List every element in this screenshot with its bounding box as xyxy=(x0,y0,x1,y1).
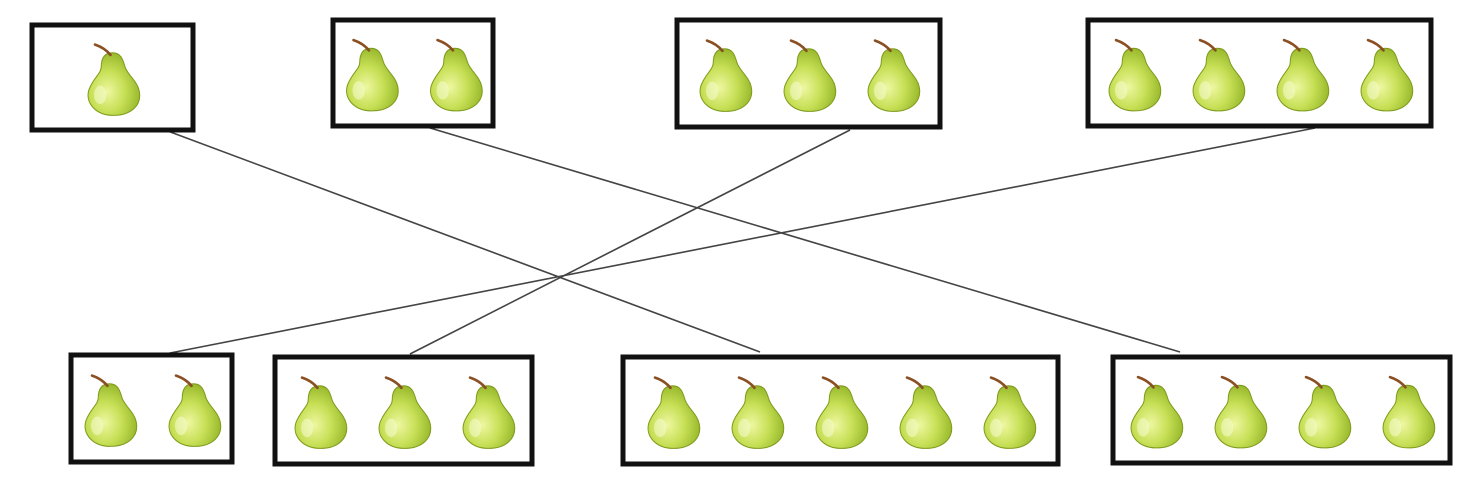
match-line-1-to-5 xyxy=(164,129,761,353)
bottom-pear-group-1 xyxy=(68,352,235,465)
top-pear-group-4 xyxy=(1085,17,1434,129)
match-line-2-to-4 xyxy=(409,121,1181,353)
match-line-3-to-3 xyxy=(409,129,851,355)
top-pear-group-2 xyxy=(330,17,496,129)
bottom-pear-group-3 xyxy=(620,354,1061,467)
bottom-pear-group-2 xyxy=(272,354,535,467)
match-lines xyxy=(164,121,1316,355)
top-pear-group-3 xyxy=(674,17,943,130)
bottom-pear-group-4 xyxy=(1110,354,1453,466)
pear-groups xyxy=(29,17,1453,467)
top-pear-group-1 xyxy=(29,22,196,133)
match-line-4-to-2 xyxy=(164,127,1316,355)
